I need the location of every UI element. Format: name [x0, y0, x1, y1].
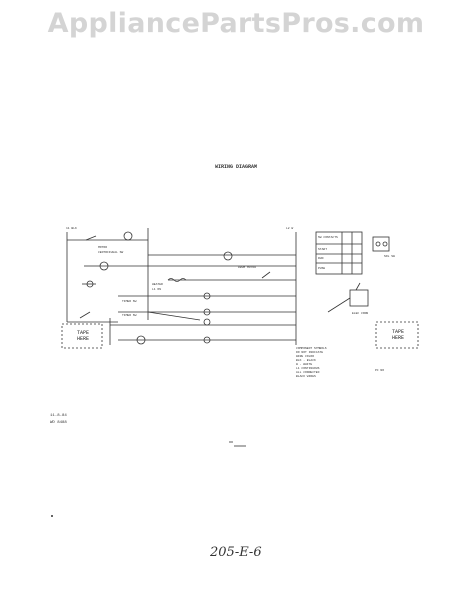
part-code: WD 8488: [50, 421, 67, 425]
svg-text:ELEC CONN: ELEC CONN: [352, 312, 368, 315]
diagram-title: WIRING DIAGRAM: [214, 164, 257, 170]
tape-here-left: TAPE HERE: [66, 330, 100, 342]
date-code: 11-8-84: [50, 414, 67, 418]
svg-text:11 BLK: 11 BLK: [66, 227, 77, 230]
drum-motor-symbol: [223, 251, 233, 261]
svg-text:START: START: [318, 248, 327, 251]
tape-right-word-1: TAPE: [391, 329, 404, 335]
watermark-logo: AppliancePartsPros.com: [47, 8, 425, 39]
svg-text:WIRE COLOR: WIRE COLOR: [296, 355, 314, 358]
svg-text:BLACK WIRES: BLACK WIRES: [296, 375, 316, 378]
handwritten-reference: 205-E-6: [210, 545, 262, 560]
svg-text:L1 ON: L1 ON: [152, 288, 161, 291]
svg-text:L2 W: L2 W: [286, 227, 293, 230]
tape-left-word-1: TAPE: [76, 330, 89, 336]
svg-text:PUSH: PUSH: [318, 267, 325, 270]
svg-text:CENTRIFUGAL SW: CENTRIFUGAL SW: [98, 251, 123, 254]
svg-text:DO NOT INDICATE: DO NOT INDICATE: [296, 351, 323, 354]
tape-box-right: [375, 321, 419, 349]
tape-here-right: TAPE HERE: [380, 329, 416, 341]
svg-text:TIMER SW: TIMER SW: [122, 300, 137, 303]
tape-left-word-2: HERE: [76, 336, 89, 342]
svg-text:BLK - BLACK: BLK - BLACK: [296, 359, 316, 362]
switch-chart-table: [315, 231, 363, 275]
svg-text:DRUM MOTOR: DRUM MOTOR: [238, 266, 256, 269]
terminal-block-component: [349, 289, 369, 307]
svg-text:PC NO: PC NO: [375, 369, 384, 372]
tape-box-left: [61, 323, 103, 349]
svg-text:L1 CONTINUOUS: L1 CONTINUOUS: [296, 367, 320, 370]
heater-element: [167, 278, 187, 282]
thermostat-switch: [261, 271, 271, 279]
svg-text:SOL SW: SOL SW: [384, 255, 395, 258]
svg-text:RUN: RUN: [318, 257, 324, 260]
svg-text:MOTOR: MOTOR: [98, 246, 107, 249]
svg-text:ALL CONNECTED: ALL CONNECTED: [296, 371, 320, 374]
svg-text:W - WHITE: W - WHITE: [296, 363, 312, 366]
svg-text:SW CONTACTS: SW CONTACTS: [318, 236, 338, 239]
tape-right-word-2: HERE: [391, 335, 404, 341]
buzzer-symbol: [136, 335, 146, 345]
door-switch-component: [372, 236, 390, 252]
timer-motor-symbol: [123, 231, 133, 241]
svg-text:TIMER SW: TIMER SW: [122, 314, 137, 317]
svg-text:COMPONENT SYMBOLS: COMPONENT SYMBOLS: [296, 347, 327, 350]
svg-text:HEATER: HEATER: [152, 283, 163, 286]
